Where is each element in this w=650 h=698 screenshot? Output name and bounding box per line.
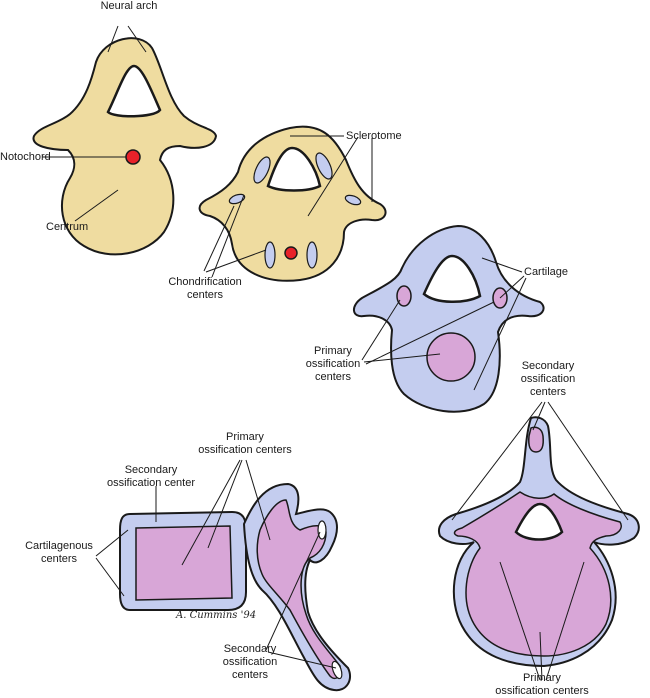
label-primary-oss-bottom1: Primary	[523, 672, 561, 684]
label-centrum: Centrum	[46, 221, 89, 233]
label-neural-arch: Neural arch	[100, 0, 158, 12]
notochord-dot	[125, 149, 141, 165]
label-primary-oss-a2: ossification	[305, 358, 361, 370]
label-secondary-oss-r3: centers	[529, 386, 567, 398]
label-cartilagenous-1: Cartilagenous	[25, 540, 93, 552]
label-secondary-oss-center1: Secondary	[124, 464, 178, 476]
lateral-ossification-vertebra	[119, 482, 352, 692]
chondrification-vertebra	[198, 125, 387, 282]
cartilaginous-vertebra	[353, 224, 545, 413]
label-primary-oss-top2: ossification centers	[198, 444, 292, 456]
label-cartilage: Cartilage	[524, 266, 569, 278]
label-secondary-oss-bottom3: centers	[231, 669, 269, 681]
label-primary-oss-a1: Primary	[314, 345, 352, 357]
artist-signature: A. Cummins '94	[176, 610, 257, 621]
leader-lines	[42, 25, 629, 681]
label-sclerotome: Sclerotome	[346, 130, 402, 142]
label-notochord: Notochord	[0, 151, 51, 163]
superior-ossification-vertebra	[438, 416, 640, 668]
label-cartilagenous-2: centers	[40, 553, 78, 565]
notochord-dot-2	[284, 246, 298, 260]
label-secondary-oss-bottom1: Secondary	[223, 643, 277, 655]
label-chondrification-2: centers	[186, 289, 224, 301]
label-chondrification-1: Chondrification	[168, 276, 242, 288]
label-secondary-oss-bottom2: ossification	[222, 656, 278, 668]
label-secondary-oss-center2: ossification center	[106, 477, 196, 489]
label-primary-oss-bottom2: ossification centers	[495, 685, 589, 697]
label-secondary-oss-r2: ossification	[520, 373, 576, 385]
mesenchymal-vertebra	[32, 37, 218, 256]
label-primary-oss-a3: centers	[314, 371, 352, 383]
label-secondary-oss-r1: Secondary	[521, 360, 575, 372]
label-primary-oss-top1: Primary	[226, 431, 264, 443]
